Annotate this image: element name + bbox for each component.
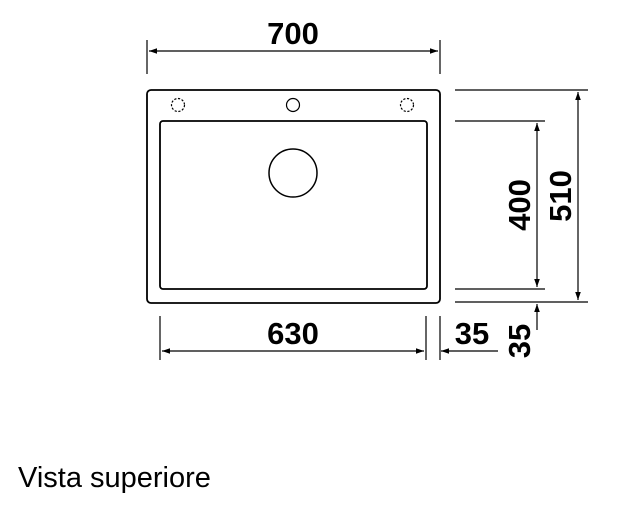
sink-bowl	[159, 120, 428, 290]
dimension-label-35-horizontal: 35	[455, 316, 489, 351]
optional-tap-hole-left-icon	[170, 97, 186, 113]
dimension-label-400: 400	[502, 179, 537, 231]
dimension-label-510: 510	[543, 170, 578, 222]
dimension-label-630: 630	[267, 316, 319, 351]
dimension-overall-width	[146, 40, 441, 74]
dimension-label-700: 700	[267, 16, 319, 51]
sink-outer-rim	[146, 89, 441, 304]
sink-outline	[146, 89, 441, 304]
view-caption: Vista superiore	[18, 462, 211, 494]
dimension-vertical	[455, 89, 588, 330]
dimension-label-35-vertical: 35	[502, 324, 537, 358]
optional-tap-hole-right-icon	[399, 97, 415, 113]
drain-outlet-icon	[268, 148, 318, 198]
tap-hole-icon	[285, 97, 301, 113]
dimension-bowl-width	[159, 316, 498, 360]
